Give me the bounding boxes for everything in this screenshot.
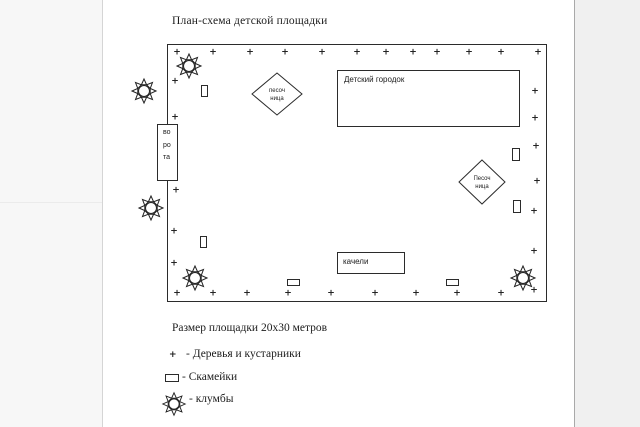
tree-mark: + — [353, 47, 361, 58]
gate: во ро та — [157, 124, 178, 181]
bench — [446, 279, 459, 286]
tree-mark: + — [433, 47, 441, 58]
tree-mark: + — [170, 226, 178, 237]
sandbox-top-outline — [251, 72, 303, 116]
legend-trees-label: - Деревья и кустарники — [186, 348, 301, 360]
legend-flowerbed-icon — [162, 392, 186, 416]
gate-label-line3: та — [163, 154, 171, 161]
kids-town-label: Детский городок — [344, 75, 405, 84]
size-note: Размер площадки 20x30 метров — [172, 322, 328, 334]
sandbox-right-outline — [458, 159, 506, 205]
flowerbed-icon — [510, 265, 536, 291]
tree-mark: + — [246, 47, 254, 58]
tree-mark: + — [465, 47, 473, 58]
tree-mark: + — [170, 258, 178, 269]
tree-mark: + — [173, 47, 181, 58]
gate-label-line2: ро — [163, 141, 171, 149]
tree-mark: + — [497, 47, 505, 58]
tree-mark: + — [209, 288, 217, 299]
tree-mark: + — [371, 288, 379, 299]
tree-mark: + — [284, 288, 292, 299]
sandbox-top-label-line1: песоч — [269, 88, 285, 94]
tree-mark: + — [172, 185, 180, 196]
tree-mark: + — [281, 47, 289, 58]
bench — [512, 148, 520, 161]
tree-mark: + — [171, 76, 179, 87]
tree-mark: + — [534, 47, 542, 58]
tree-mark: + — [409, 47, 417, 58]
tree-mark: + — [209, 47, 217, 58]
bench — [200, 236, 207, 248]
tree-mark: + — [327, 288, 335, 299]
sandbox-right-label-line1: Песоч — [473, 176, 490, 182]
page-break-divider — [0, 202, 102, 203]
tree-mark: + — [382, 47, 390, 58]
tree-mark: + — [497, 288, 505, 299]
legend-bench-label: - Скамейки — [182, 371, 238, 383]
tree-mark: + — [412, 288, 420, 299]
sandbox-top-diamond: песоч ница — [251, 72, 303, 116]
tree-mark: + — [530, 285, 538, 296]
tree-mark: + — [531, 113, 539, 124]
tree-mark: + — [530, 206, 538, 217]
viewer-margin-left — [0, 0, 103, 427]
flowerbed-icon — [138, 195, 164, 221]
legend-flowerbed-label: - клумбы — [189, 393, 234, 405]
page-title: План-схема детской площадки — [172, 15, 328, 27]
gate-label-line1: во — [163, 129, 171, 136]
sandbox-right-label-line2: ница — [475, 184, 489, 190]
tree-mark: + — [173, 288, 181, 299]
legend-bench-icon — [165, 374, 179, 382]
swings-area: качели — [337, 252, 405, 274]
tree-mark: + — [171, 112, 179, 123]
flowerbed-icon — [182, 265, 208, 291]
tree-mark: + — [533, 176, 541, 187]
tree-mark: + — [530, 246, 538, 257]
tree-mark: + — [531, 86, 539, 97]
viewer-margin-right — [575, 0, 640, 427]
tree-mark: + — [243, 288, 251, 299]
bench — [201, 85, 208, 97]
bench — [513, 200, 521, 213]
bench — [287, 279, 300, 286]
tree-mark: + — [318, 47, 326, 58]
legend-tree-icon: + — [169, 350, 177, 360]
swings-label: качели — [343, 257, 369, 266]
flowerbed-icon — [176, 53, 202, 79]
sandbox-right-diamond: Песоч ница — [458, 159, 506, 205]
kids-town-area: Детский городок — [337, 70, 520, 127]
sandbox-top-label-line2: ница — [270, 96, 284, 102]
flowerbed-icon — [131, 78, 157, 104]
tree-mark: + — [453, 288, 461, 299]
tree-mark: + — [532, 141, 540, 152]
